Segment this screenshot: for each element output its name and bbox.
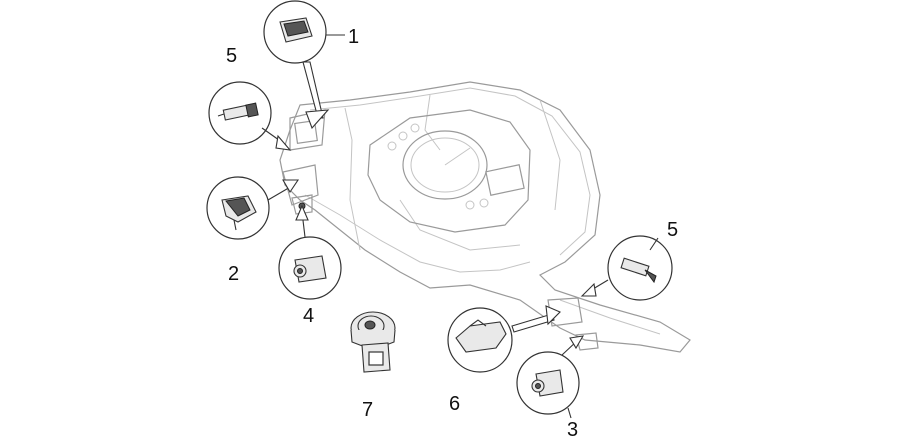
callout-4-key-switch: 4 xyxy=(278,204,342,327)
label-2: 2 xyxy=(228,263,239,285)
label-3: 3 xyxy=(567,419,578,440)
callout-5-left-switch: 5 xyxy=(208,45,292,151)
label-5-right: 5 xyxy=(667,219,678,241)
label-5-left: 5 xyxy=(226,45,237,67)
part-7-ignition-lock: 7 xyxy=(350,311,396,421)
callout-3-key-switch: 3 xyxy=(516,335,585,440)
label-4: 4 xyxy=(303,305,314,327)
left-switch-sockets xyxy=(282,109,326,215)
label-7: 7 xyxy=(362,399,373,421)
callout-5-right-switch: 5 xyxy=(580,219,678,301)
instrument-cluster xyxy=(367,109,531,233)
handlebar-cover-body xyxy=(279,81,691,353)
label-1: 1 xyxy=(348,26,359,48)
callout-6-switch-cover: 6 xyxy=(447,305,561,415)
callout-2-light-switch: 2 xyxy=(206,176,300,285)
label-6: 6 xyxy=(449,393,460,415)
callout-1-hazard-switch: 1 xyxy=(263,0,359,130)
